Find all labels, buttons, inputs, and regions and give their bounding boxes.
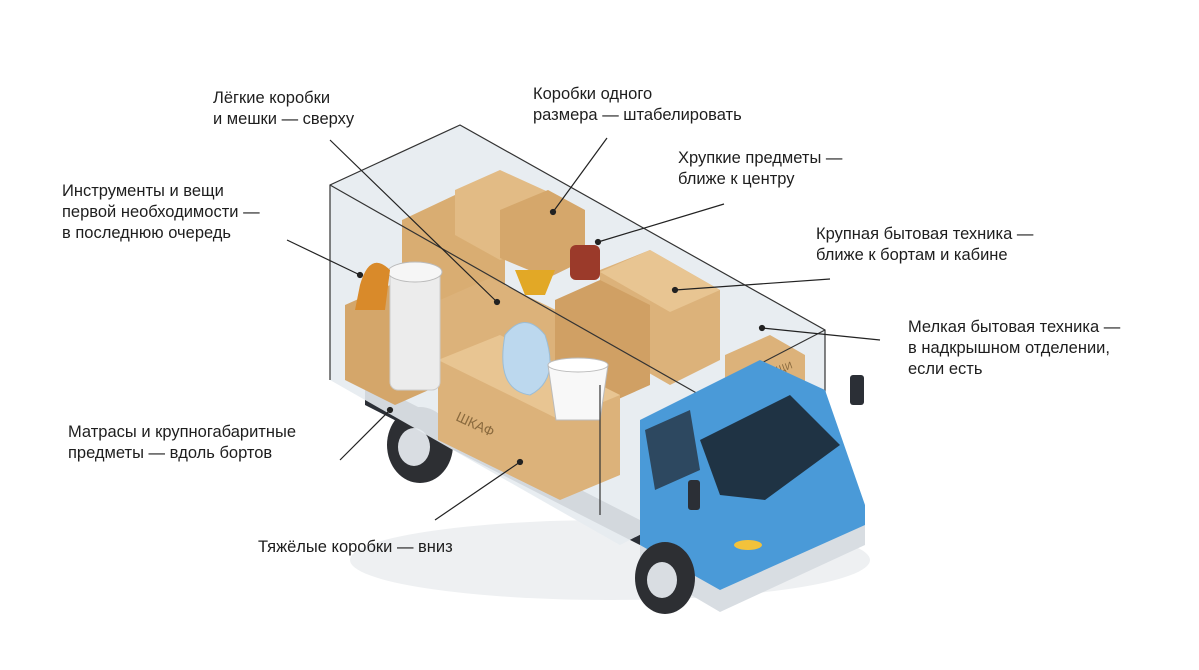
label-small-appliances: Мелкая бытовая техника — в надкрышном от… — [908, 317, 1120, 380]
label-line: Лёгкие коробки — [213, 89, 331, 107]
leader-lines — [286, 137, 881, 521]
label-line: Тяжёлые коробки — вниз — [258, 538, 453, 556]
label-fragile: Хрупкие предметы — ближе к центру — [678, 148, 842, 190]
label-line: ближе к центру — [678, 170, 795, 188]
label-line: Инструменты и вещи — [62, 182, 224, 200]
label-line: ближе к бортам и кабине — [816, 246, 1008, 264]
label-tools: Инструменты и вещи первой необходимости … — [62, 181, 260, 244]
label-line: предметы — вдоль бортов — [68, 444, 273, 462]
label-line: Крупная бытовая техника — — [816, 225, 1034, 243]
label-same-size-boxes: Коробки одного размера — штабелировать — [533, 84, 742, 126]
label-large-appliances: Крупная бытовая техника — ближе к бортам… — [816, 224, 1033, 266]
label-line: Матрасы и крупногабаритные — [68, 423, 297, 441]
truck-cab — [640, 360, 865, 612]
label-light-items: Лёгкие коробки и мешки — сверху — [213, 88, 354, 130]
label-line: в надкрышном отделении, — [908, 339, 1110, 357]
label-mattress: Матрасы и крупногабаритные предметы — вд… — [68, 422, 296, 464]
label-line: первой необходимости — — [62, 203, 260, 221]
label-line: если есть — [908, 360, 983, 378]
label-line: Коробки одного — [533, 85, 653, 103]
label-heavy-boxes: Тяжёлые коробки — вниз — [258, 537, 453, 558]
cargo-boxes: ШКАФ ВЕЩИ — [345, 170, 805, 500]
label-line: и мешки — сверху — [213, 110, 355, 128]
label-line: в последнюю очередь — [62, 224, 232, 242]
front-wheel — [635, 542, 695, 614]
label-line: размера — штабелировать — [533, 106, 742, 124]
label-line: Хрупкие предметы — — [678, 149, 843, 167]
label-line: Мелкая бытовая техника — — [908, 318, 1121, 336]
